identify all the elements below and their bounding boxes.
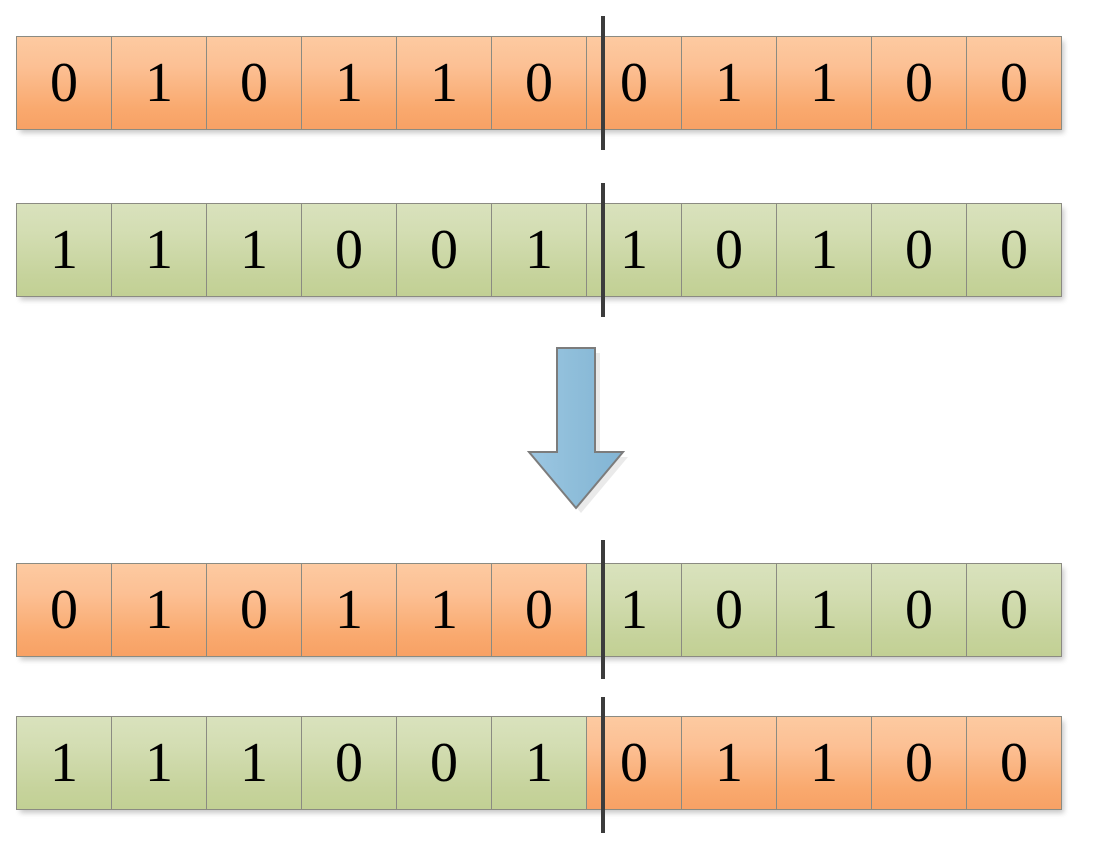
down-arrow-icon [522, 344, 630, 520]
gene-cell: 0 [396, 203, 492, 297]
gene-cell: 0 [966, 203, 1062, 297]
gene-cell: 1 [776, 716, 872, 810]
gene-cell: 0 [966, 36, 1062, 130]
gene-cell: 0 [301, 203, 397, 297]
gene-cell: 1 [491, 716, 587, 810]
gene-cell: 0 [966, 716, 1062, 810]
gene-cell: 1 [111, 203, 207, 297]
gene-cell: 0 [491, 36, 587, 130]
gene-cell: 1 [396, 36, 492, 130]
gene-cell: 1 [206, 716, 302, 810]
gene-cell: 1 [681, 716, 777, 810]
gene-cell: 1 [16, 203, 112, 297]
crossover-divider-parent-2 [601, 183, 605, 317]
gene-cell: 1 [681, 36, 777, 130]
gene-cell: 0 [491, 563, 587, 657]
gene-cell: 1 [111, 563, 207, 657]
crossover-divider-offspring-2 [601, 697, 605, 833]
gene-cell: 0 [396, 716, 492, 810]
gene-cell: 0 [301, 716, 397, 810]
crossover-divider-parent-1 [601, 16, 605, 150]
gene-cell: 1 [396, 563, 492, 657]
gene-cell: 0 [16, 563, 112, 657]
gene-cell: 0 [681, 203, 777, 297]
gene-cell: 1 [776, 563, 872, 657]
gene-cell: 1 [586, 203, 682, 297]
gene-cell: 0 [16, 36, 112, 130]
gene-cell: 0 [206, 36, 302, 130]
gene-cell: 1 [16, 716, 112, 810]
gene-cell: 0 [871, 716, 967, 810]
crossover-divider-offspring-1 [601, 540, 605, 679]
gene-cell: 1 [111, 36, 207, 130]
gene-cell: 0 [681, 563, 777, 657]
gene-cell: 1 [301, 563, 397, 657]
gene-cell: 1 [776, 203, 872, 297]
gene-cell: 0 [966, 563, 1062, 657]
gene-cell: 0 [871, 203, 967, 297]
gene-cell: 0 [206, 563, 302, 657]
gene-cell: 1 [776, 36, 872, 130]
gene-cell: 1 [491, 203, 587, 297]
gene-cell: 1 [301, 36, 397, 130]
gene-cell: 1 [111, 716, 207, 810]
gene-cell: 1 [206, 203, 302, 297]
gene-cell: 0 [871, 563, 967, 657]
gene-cell: 0 [871, 36, 967, 130]
